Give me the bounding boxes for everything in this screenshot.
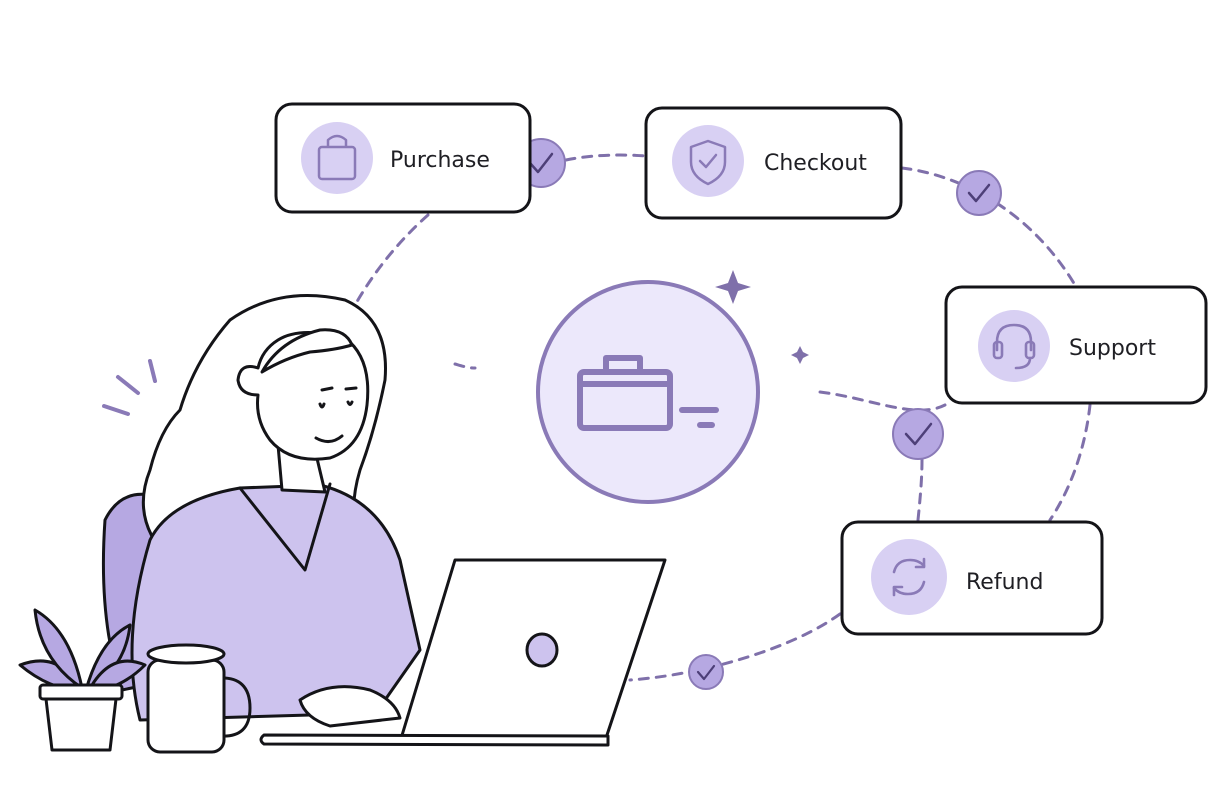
check-icon <box>528 152 554 174</box>
center-briefcase-badge <box>536 280 760 504</box>
step-label: Support <box>1069 336 1156 361</box>
check-icon <box>696 664 716 681</box>
check-node <box>956 170 1002 216</box>
shield-check-icon <box>689 139 727 186</box>
step-card-support: Support <box>944 285 1208 405</box>
check-node <box>688 654 724 690</box>
check-node <box>892 408 944 460</box>
step-card-purchase: Purchase <box>274 102 532 214</box>
briefcase-icon <box>577 355 719 431</box>
step-card-checkout: Checkout <box>644 106 903 220</box>
potted-plant-illustration <box>18 608 147 752</box>
step-label: Checkout <box>764 151 867 176</box>
step-label: Purchase <box>390 148 490 173</box>
coffee-mug-illustration <box>146 643 252 754</box>
step-label: Refund <box>966 570 1043 595</box>
refresh-icon <box>892 557 926 597</box>
check-icon <box>904 422 933 446</box>
shopping-bag-icon <box>317 134 357 181</box>
step-card-refund: Refund <box>840 520 1104 636</box>
woman-at-laptop-illustration <box>101 294 422 728</box>
laptop-illustration <box>259 558 667 747</box>
check-icon <box>967 183 991 203</box>
journey-path <box>353 153 1092 682</box>
headset-icon <box>992 323 1036 370</box>
sparkle-icon <box>715 270 809 364</box>
